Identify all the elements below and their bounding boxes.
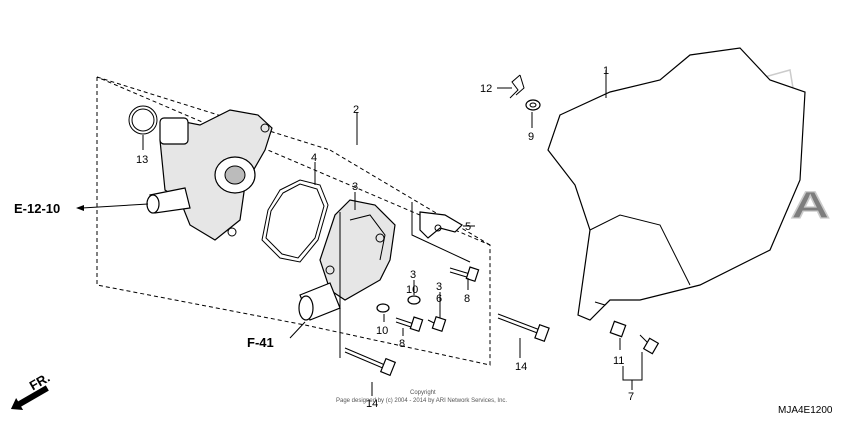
- callout-2: 2: [353, 104, 359, 116]
- assembly-outline-right: [329, 149, 491, 246]
- reference-f-41: F-41: [247, 335, 274, 350]
- callout-5: 5: [465, 221, 471, 233]
- callout-1: 1: [603, 65, 609, 77]
- callout-14-right: 14: [515, 361, 527, 373]
- callout-9: 9: [528, 131, 534, 143]
- cover-part-1: [547, 47, 806, 321]
- callout-12: 12: [480, 83, 492, 95]
- washer-part-9: [525, 99, 541, 111]
- bolt-part-8-upper: [449, 266, 480, 283]
- callout-7: 7: [628, 391, 634, 403]
- front-label: FR.: [27, 370, 53, 393]
- bolt-part-14-bottom: [344, 347, 397, 377]
- clip-part-12: [509, 74, 525, 99]
- reference-e-12-10: E-12-10: [14, 201, 60, 216]
- bolt-part-6: [427, 315, 447, 333]
- o-ring-part-13: [128, 105, 158, 135]
- callout-8-upper: 8: [464, 293, 470, 305]
- bracket-part-5: [419, 211, 463, 239]
- copyright-line-1: Copyright: [410, 390, 436, 396]
- water-pump-part-2: [146, 109, 273, 241]
- callout-8-lower: 8: [399, 338, 405, 350]
- copyright-line-2: Page designed by (c) 2004 - 2014 by ARI …: [336, 398, 507, 404]
- bolt-part-14-right: [497, 313, 550, 343]
- washer-part-10-lower: [376, 303, 390, 313]
- callout-3-upper: 3: [410, 269, 416, 281]
- thermostat-housing-part-3: [298, 199, 396, 321]
- front-arrow: FR.: [10, 370, 53, 411]
- callout-6: 6: [436, 293, 442, 305]
- callout-13: 13: [136, 154, 148, 166]
- fastener-part-11: [609, 320, 660, 355]
- inset-bracket: [411, 202, 471, 263]
- callout-3-housing: 3: [352, 181, 358, 193]
- callout-10-lower: 10: [376, 325, 388, 337]
- callout-3-right: 3: [436, 281, 442, 293]
- callout-10-upper: 10: [406, 284, 418, 296]
- washer-part-10-upper: [407, 295, 421, 305]
- callout-11: 11: [613, 355, 624, 367]
- callout-4: 4: [311, 152, 317, 164]
- callout-14-bottom: 14: [366, 398, 378, 410]
- bolt-part-8-lower: [395, 316, 424, 333]
- gasket-part-4: [261, 179, 329, 263]
- assembly-outline-top: [96, 76, 331, 151]
- diagram-code: MJA4E1200: [778, 405, 833, 416]
